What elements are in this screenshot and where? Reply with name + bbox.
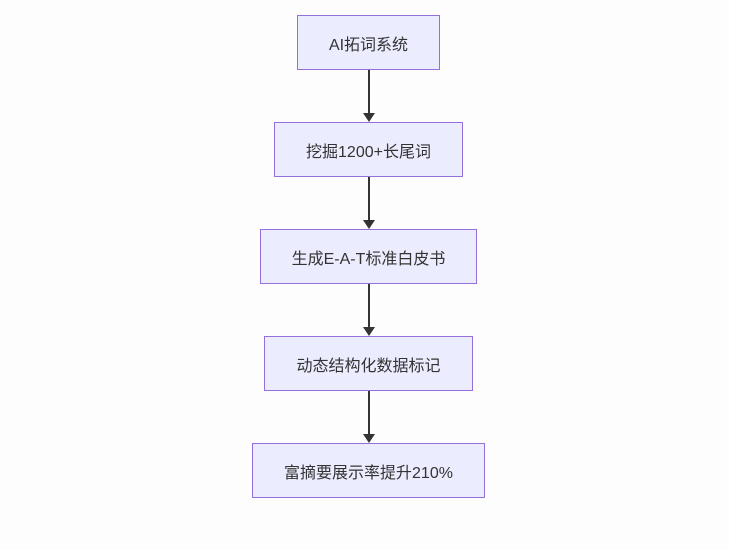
- flow-edge: [362, 284, 375, 336]
- edge-line: [367, 284, 370, 327]
- arrowhead-icon: [362, 434, 375, 443]
- arrowhead-icon: [362, 327, 375, 336]
- arrowhead-icon: [362, 220, 375, 229]
- node-label: 富摘要展示率提升210%: [284, 464, 453, 482]
- flowchart: AI拓词系统 挖掘1200+长尾词 生成E-A-T标准白皮书 动态结构化数据标记…: [252, 15, 485, 498]
- node-label: 挖掘1200+长尾词: [306, 143, 431, 161]
- flow-edge: [362, 177, 375, 229]
- flow-edge: [362, 70, 375, 122]
- flow-node-rich-snippet-rate-increase: 富摘要展示率提升210%: [252, 443, 485, 498]
- node-label: AI拓词系统: [328, 36, 409, 54]
- arrowhead-icon: [362, 113, 375, 122]
- node-label: 生成E-A-T标准白皮书: [291, 250, 446, 268]
- flow-node-generate-eat-whitepaper: 生成E-A-T标准白皮书: [259, 229, 478, 284]
- edge-line: [367, 177, 370, 220]
- flow-node-dynamic-structured-data-markup: 动态结构化数据标记: [264, 336, 473, 391]
- flow-edge: [362, 391, 375, 443]
- edge-line: [367, 70, 370, 113]
- flow-node-mine-longtail-keywords: 挖掘1200+长尾词: [274, 122, 463, 177]
- node-label: 动态结构化数据标记: [296, 357, 441, 375]
- edge-line: [367, 391, 370, 434]
- flow-node-ai-word-expansion-system: AI拓词系统: [296, 15, 441, 70]
